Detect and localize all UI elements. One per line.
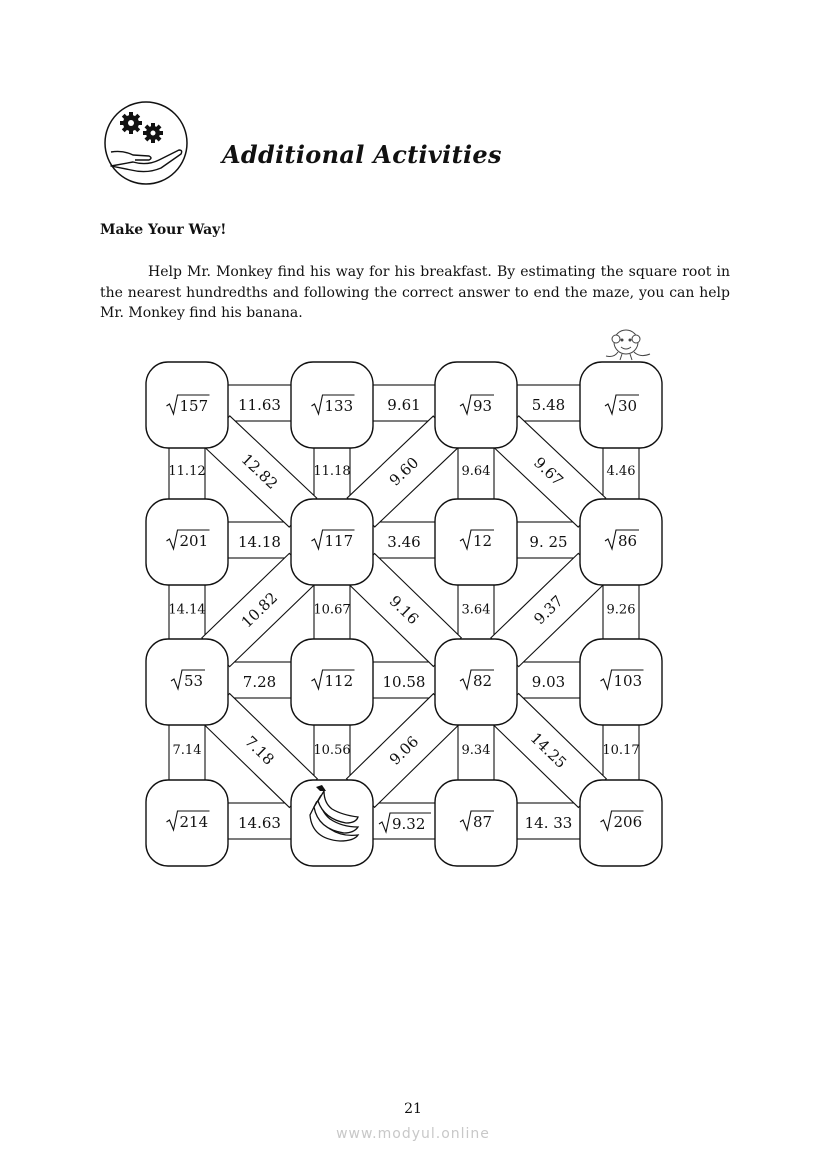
banana-icon [309,785,360,842]
horizontal-path-label: 11.63 [238,396,281,414]
maze-node [579,779,663,867]
maze-node [290,361,374,449]
maze-node [145,779,229,867]
node-sqrt-label: 112 [311,669,355,691]
vertical-path-box [168,574,206,646]
node-sqrt-label: 87 [459,810,494,832]
node-sqrt-label: 206 [600,810,644,832]
maze-node [434,361,518,449]
maze-node [434,498,518,586]
vertical-path-box [313,714,351,787]
maze-node [145,638,229,726]
radicand: 30 [618,397,637,415]
node-sqrt-label: 12 [459,529,494,551]
hand-with-gears-icon [103,100,189,186]
node-sqrt-label: 157 [166,394,210,416]
radicand: 93 [473,397,492,415]
vertical-path-label: 11.18 [313,464,350,479]
horizontal-path-label: 9.32 [378,812,431,834]
horizontal-path-label: 9.03 [532,673,565,691]
horizontal-path-label: 14.63 [238,814,281,832]
node-sqrt-label: 133 [311,394,355,416]
node-sqrt-label: 86 [604,529,639,551]
radicand: 112 [325,672,354,690]
horizontal-path-label: 14. 33 [525,814,573,832]
horizontal-path-label: 9.61 [387,396,420,414]
vertical-path-label: 3.64 [462,603,491,618]
radicand: 157 [180,397,209,415]
horizontal-path-box [366,802,442,840]
maze-node [290,498,374,586]
vertical-path-label: 11.12 [168,464,205,479]
horizontal-path-box [366,521,442,559]
horizontal-path-label: 10.58 [383,673,426,691]
node-sqrt-label: 53 [170,669,205,691]
vertical-path-label: 9.64 [462,464,491,479]
monkey-icon [605,329,651,361]
vertical-path-box [457,437,495,506]
maze-node [145,361,229,449]
maze-node [579,638,663,726]
horizontal-path-label: 7.28 [243,673,276,691]
radicand: 87 [473,813,492,831]
horizontal-path-box [221,661,298,699]
radicand: 86 [618,532,637,550]
activity-instructions: Help Mr. Monkey find his way for his bre… [100,264,730,321]
horizontal-path-label: 3.46 [387,533,420,551]
vertical-path-label: 10.56 [313,743,350,758]
maze-node [145,498,229,586]
node-sqrt-label: 93 [459,394,494,416]
maze-node [579,361,663,449]
vertical-path-label: 10.17 [602,743,639,758]
horizontal-path-label: 14.18 [238,533,281,551]
radicand: 214 [180,813,209,831]
maze-node [434,779,518,867]
node-sqrt-label: 103 [600,669,644,691]
vertical-path-label: 10.67 [313,603,350,618]
node-sqrt-label: 117 [311,529,355,551]
page-number: 21 [404,1101,422,1117]
vertical-path-label: 7.14 [173,743,202,758]
radicand: 12 [473,532,492,550]
radicand: 117 [325,532,354,550]
node-sqrt-label: 214 [166,810,210,832]
horizontal-path-label: 5.48 [532,396,565,414]
maze-node [434,638,518,726]
radicand: 133 [325,397,354,415]
radicand: 82 [473,672,492,690]
radicand: 9.32 [392,815,425,833]
radicand: 206 [614,813,643,831]
horizontal-path-label: 9. 25 [529,533,567,551]
radicand: 103 [614,672,643,690]
horizontal-path-box [221,802,298,840]
vertical-path-label: 14.14 [168,603,205,618]
maze-node [290,638,374,726]
radicand: 201 [180,532,209,550]
maze-node [579,498,663,586]
watermark: www.modyul.online [336,1126,490,1142]
page-title: Additional Activities [222,140,502,169]
vertical-path-label: 9.34 [462,743,491,758]
vertical-path-label: 9.26 [607,603,636,618]
node-sqrt-label: 30 [604,394,639,416]
vertical-path-label: 4.46 [607,464,636,479]
node-sqrt-label: 82 [459,669,494,691]
radicand: 53 [184,672,203,690]
horizontal-path-box [366,661,442,699]
activity-subtitle: Make Your Way! [100,222,227,238]
node-sqrt-label: 201 [166,529,210,551]
vertical-path-box [602,714,640,787]
